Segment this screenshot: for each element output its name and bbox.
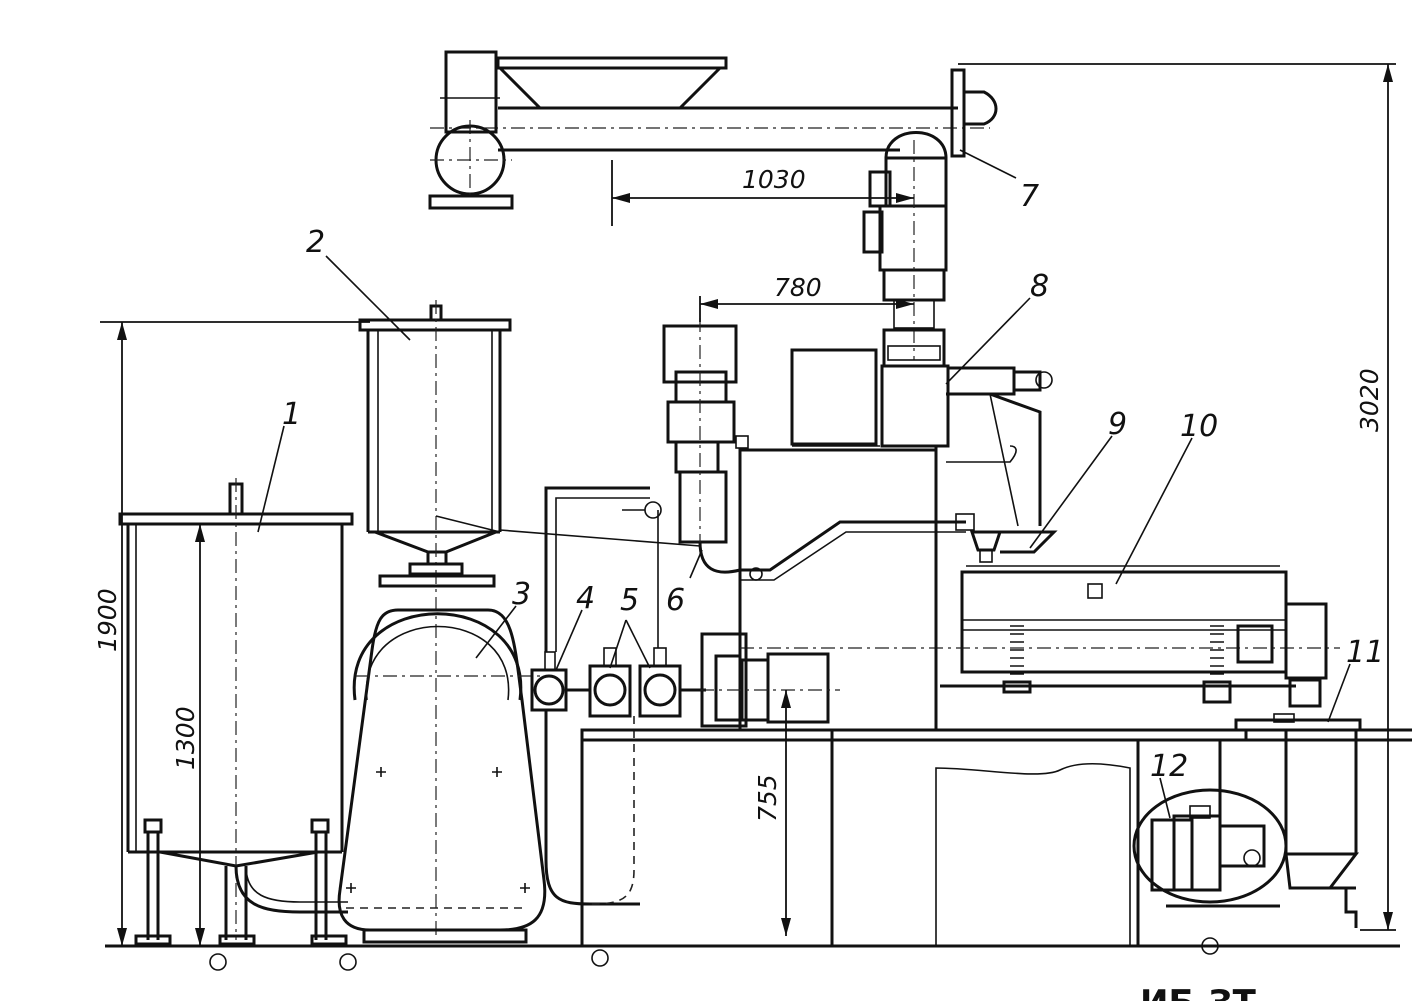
dimension-780 xyxy=(699,296,914,322)
dim-text-1300: 1300 xyxy=(171,706,200,770)
tank-1 xyxy=(118,478,354,971)
pump-3 xyxy=(337,562,547,971)
callout-leaders xyxy=(257,149,1351,819)
callout-6: 6 xyxy=(666,583,685,618)
hopper-2 xyxy=(358,300,512,940)
callout-10: 10 xyxy=(1180,409,1218,444)
machine-frame xyxy=(580,728,1412,967)
dimension-1030 xyxy=(611,160,914,226)
callout-11: 11 xyxy=(1346,635,1384,670)
chute-9 xyxy=(969,530,1058,563)
motor-12 xyxy=(1132,788,1288,908)
dimension-1300 xyxy=(195,524,205,946)
water-pipe xyxy=(544,486,650,652)
callout-3: 3 xyxy=(512,577,531,612)
doser-6 xyxy=(662,318,749,574)
callout-2: 2 xyxy=(306,225,325,260)
callout-12: 12 xyxy=(1150,749,1188,784)
callout-5: 5 xyxy=(620,583,639,618)
tank-11 xyxy=(1218,713,1362,928)
dim-text-780: 780 xyxy=(774,273,822,302)
valve-4 xyxy=(530,651,590,712)
dim-text-755: 755 xyxy=(753,774,782,822)
callout-4: 4 xyxy=(576,581,595,616)
corner-text: ИБ-ЗТ xyxy=(1140,983,1257,1001)
feeder-8 xyxy=(880,328,1053,730)
dim-text-1900: 1900 xyxy=(93,588,122,652)
dim-text-3020: 3020 xyxy=(1355,368,1384,432)
valves-5 xyxy=(588,647,706,718)
dimension-755 xyxy=(781,690,791,936)
dimension-1900 xyxy=(100,321,370,946)
callout-8: 8 xyxy=(1030,269,1049,304)
dim-text-1030: 1030 xyxy=(742,165,806,194)
screw-conveyor-7 xyxy=(428,50,998,360)
callout-7: 7 xyxy=(1020,179,1039,214)
dimension-3020 xyxy=(958,63,1396,931)
callout-1: 1 xyxy=(282,397,301,432)
callout-9: 9 xyxy=(1108,407,1127,442)
press-10 xyxy=(940,565,1328,708)
